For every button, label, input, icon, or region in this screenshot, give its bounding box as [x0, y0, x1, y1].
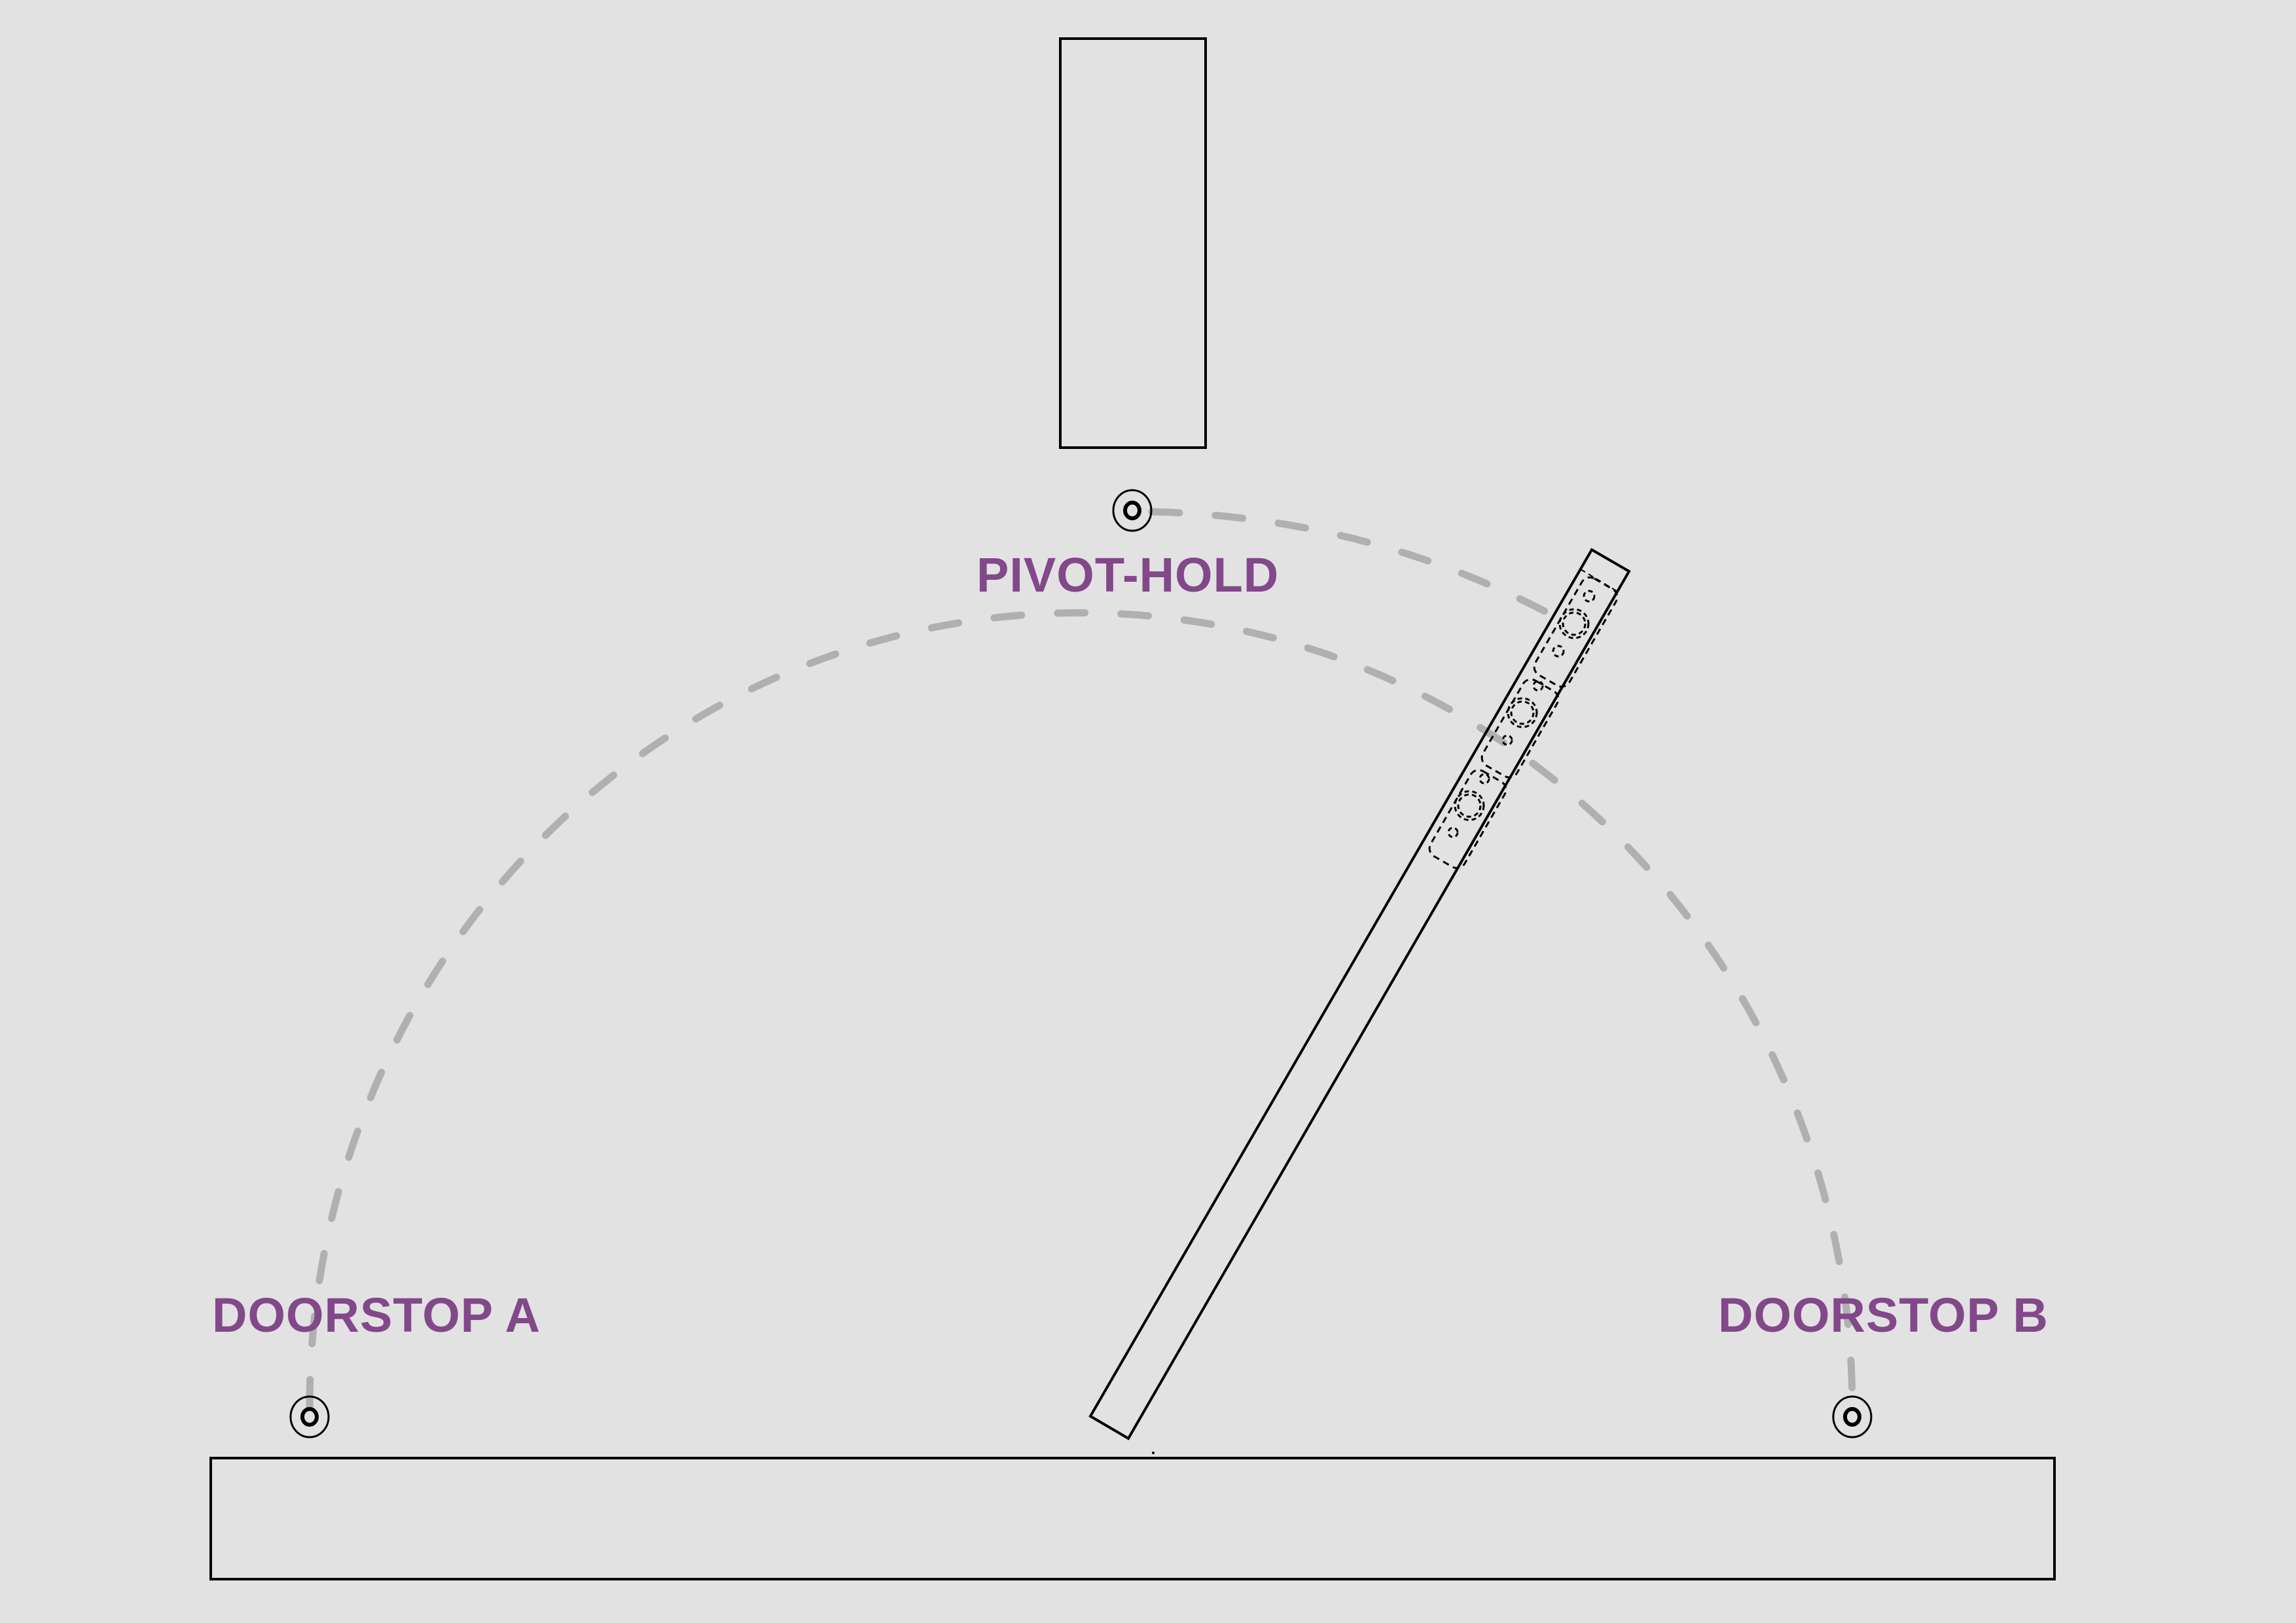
swing-arc-small	[1148, 508, 1568, 626]
reference-dot	[1152, 1452, 1155, 1454]
top-block	[1059, 37, 1207, 449]
swing-arc-large	[306, 609, 1856, 1411]
pivoting-arm[interactable]	[1088, 548, 1631, 1440]
pivot-hold-marker-icon[interactable]	[1112, 489, 1153, 532]
doorstop-a-label: DOORSTOP A	[212, 1288, 541, 1342]
doorstop-b-marker-icon[interactable]	[1832, 1395, 1873, 1438]
doorstop-a-marker-icon[interactable]	[289, 1395, 330, 1438]
doorstop-b-label: DOORSTOP B	[1718, 1288, 2049, 1342]
pivot-hold-label: PIVOT-HOLD	[977, 548, 1280, 602]
base-bar	[209, 1457, 2056, 1580]
